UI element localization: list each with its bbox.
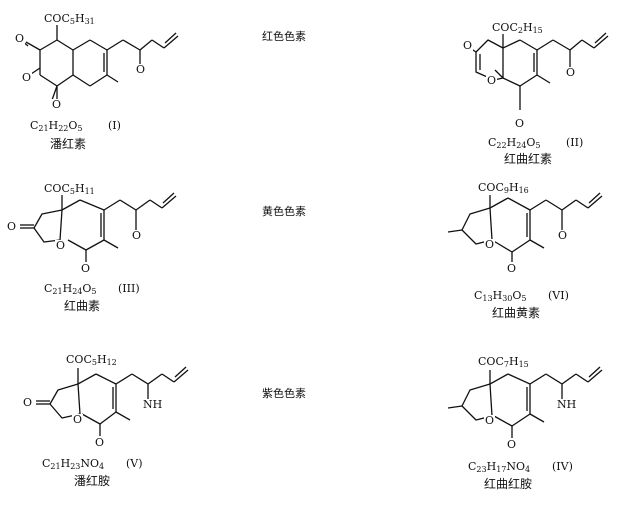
atom-o: O [462, 39, 474, 52]
group-label-V: COC5H12 [66, 353, 117, 367]
name-VI: 红曲黄素 [492, 306, 541, 320]
name-III: 红曲素 [64, 299, 101, 313]
formula-I: C21H22O5 [30, 119, 83, 133]
atom-o: O [94, 436, 106, 449]
atom-o: O [55, 239, 67, 252]
formula-III: C21H24O5 [44, 282, 97, 296]
structure-VI [447, 192, 603, 262]
atom-o: O [557, 229, 569, 242]
group-label-VI: COC9H16 [478, 181, 529, 195]
numeral-II: (II) [566, 136, 584, 149]
structure-IV [447, 366, 603, 438]
structure-II [466, 32, 609, 110]
numeral-III: (III) [118, 282, 140, 295]
formula-IV: C23H17NO4 [468, 460, 531, 474]
structure-III [20, 192, 177, 262]
numeral-V: (V) [126, 457, 143, 470]
formula-II: C22H24O5 [488, 136, 541, 150]
atom-o: O [80, 262, 92, 275]
atom-o: O [22, 396, 34, 409]
atom-o: O [506, 438, 518, 451]
group-label-IV: COC7H15 [478, 355, 529, 369]
structure-I [19, 25, 179, 101]
name-IV: 红曲红胺 [484, 477, 533, 491]
name-I: 潘红素 [50, 137, 87, 151]
numeral-I: (I) [108, 119, 121, 132]
atom-o: O [565, 66, 577, 79]
atom-o: O [484, 238, 496, 251]
formula-V: C21H23NO4 [42, 457, 105, 471]
atom-o: O [135, 63, 147, 76]
name-V: 潘红胺 [74, 474, 111, 488]
atom-nh: NH [142, 398, 164, 411]
structure-V [36, 366, 189, 436]
atom-o: O [514, 117, 526, 130]
atom-o: O [6, 220, 18, 233]
category-red: 红色色素 [262, 30, 306, 43]
numeral-IV: (IV) [552, 460, 573, 473]
name-II: 红曲红素 [504, 152, 553, 166]
formula-VI: C13H30O5 [474, 289, 527, 303]
group-label-I: COC5H31 [44, 12, 95, 26]
group-label-II: COC2H15 [492, 21, 543, 35]
atom-nh: NH [556, 398, 578, 411]
atom-o: O [51, 98, 63, 111]
numeral-VI: (VI) [548, 289, 569, 302]
atom-o: O [72, 413, 84, 426]
atom-o: O [131, 229, 143, 242]
atom-o: O [21, 71, 33, 84]
atom-o: O [506, 262, 518, 275]
group-label-III: COC5H11 [44, 182, 95, 196]
category-purple: 紫色色素 [262, 387, 306, 400]
atom-o: O [484, 414, 496, 427]
category-yellow: 黄色色素 [262, 205, 306, 218]
atom-o: O [14, 32, 26, 45]
atom-o: O [486, 74, 498, 87]
